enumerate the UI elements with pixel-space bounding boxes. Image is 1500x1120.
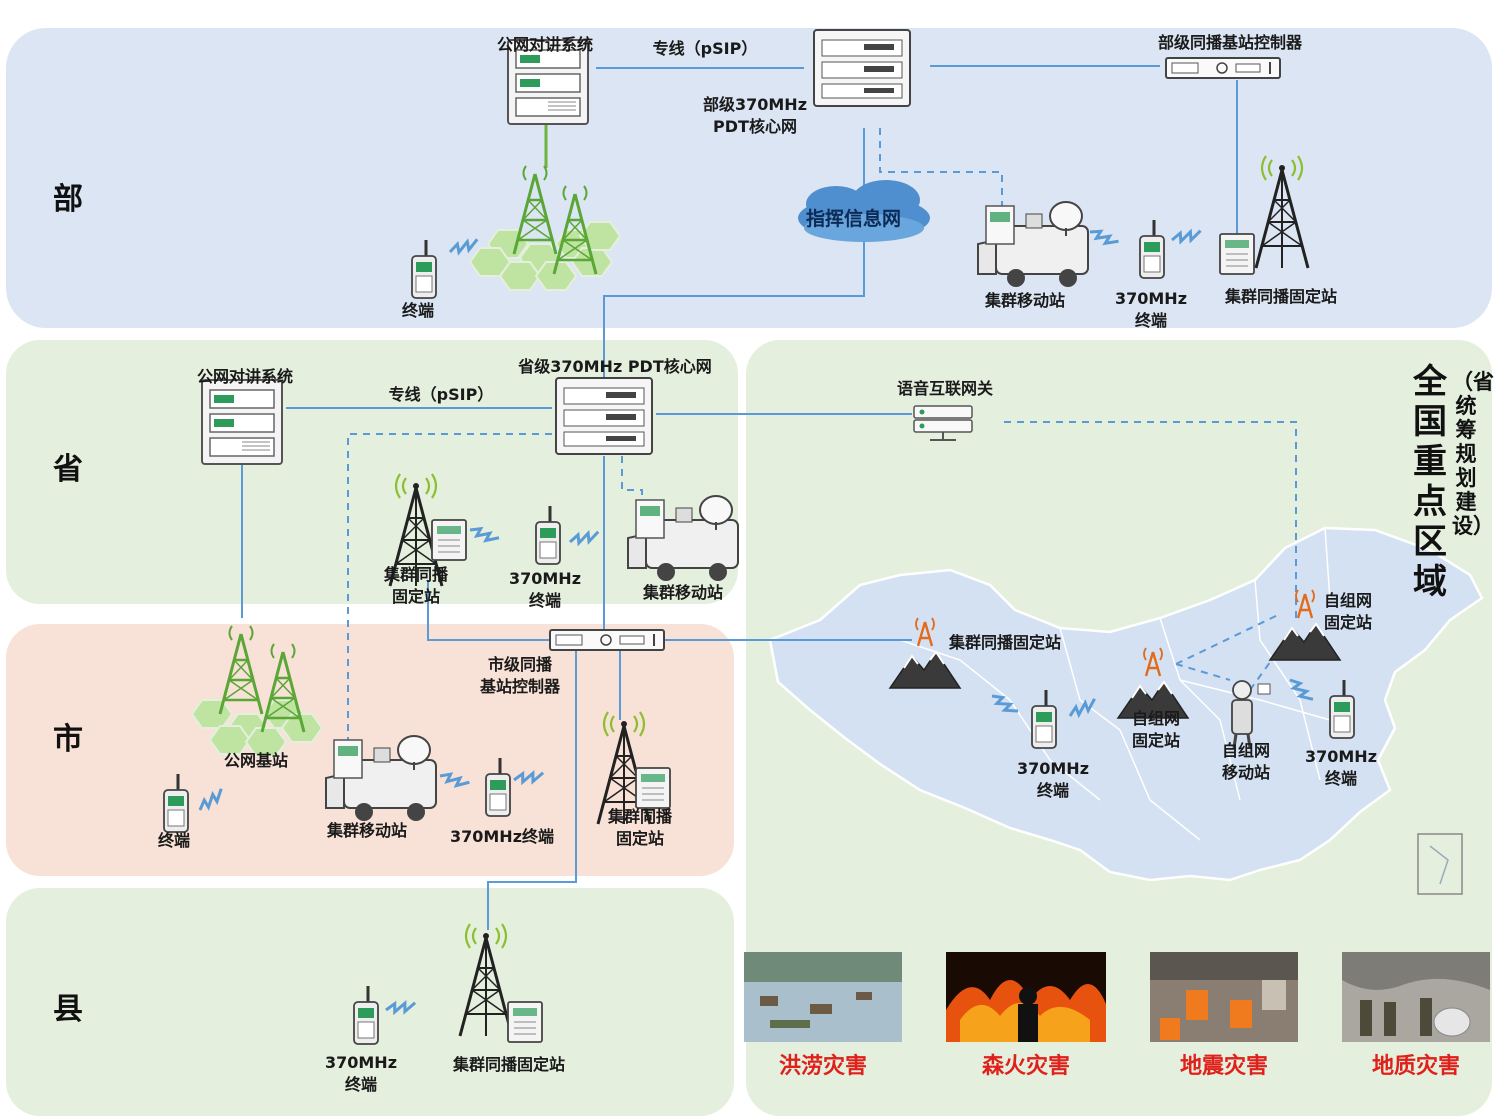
city-terminal-label: 终端 bbox=[157, 831, 190, 850]
ministry-simulcast-controller bbox=[1165, 57, 1281, 79]
province-public-intercom-label: 公网对讲系统 bbox=[196, 367, 293, 386]
city-fixed-station-label-1: 集群同播 bbox=[607, 807, 672, 826]
earthquake-photo bbox=[1150, 952, 1298, 1042]
ministry-public-intercom-label: 公网对讲系统 bbox=[496, 35, 593, 54]
city-370mhz-terminal-label: 370MHz终端 bbox=[449, 827, 555, 846]
tier-label-county: 县 bbox=[53, 992, 83, 1027]
province-dedicated-line-label: 专线（pSIP） bbox=[388, 385, 494, 404]
city-public-base-station-label: 公网基站 bbox=[223, 751, 288, 770]
province-fixed-station-label-1: 集群同播 bbox=[383, 565, 448, 584]
ministry-terminal-label: 终端 bbox=[401, 301, 434, 320]
national-east-terminal-label-1: 370MHz bbox=[1304, 747, 1378, 766]
tier-label-city: 市 bbox=[53, 722, 83, 757]
county-fixed-station-cabinet bbox=[507, 1001, 543, 1043]
ministry-trunk-mobile-station-van bbox=[977, 201, 1089, 288]
province-trunk-mobile-station-label: 集群移动站 bbox=[642, 583, 723, 602]
province-trunk-mobile-station-van bbox=[627, 495, 739, 582]
ministry-fixed-station-cabinet bbox=[1219, 233, 1255, 275]
national-east-terminal-label-2: 终端 bbox=[1324, 769, 1357, 788]
province-core-network-label: 省级370MHz PDT核心网 bbox=[518, 357, 712, 376]
national-trunk-fixed-station-label: 集群同播固定站 bbox=[948, 633, 1061, 652]
ministry-core-network-label-1: 部级370MHz bbox=[702, 95, 808, 114]
disaster-label-forest-fire: 森火灾害 bbox=[981, 1054, 1070, 1079]
city-fixed-station-label-2: 固定站 bbox=[615, 829, 664, 848]
province-fixed-station-label-2: 固定站 bbox=[391, 587, 440, 606]
national-adhoc-fixed-ne-label-2: 固定站 bbox=[1323, 613, 1372, 632]
command-network-label: 指挥信息网 bbox=[806, 208, 902, 230]
tier-label-province: 省 bbox=[53, 452, 83, 487]
county-370mhz-terminal-label-2: 终端 bbox=[344, 1075, 377, 1094]
ministry-trunk-fixed-station-label: 集群同播固定站 bbox=[1224, 287, 1337, 306]
national-adhoc-mobile-station bbox=[1231, 680, 1271, 749]
city-controller-label-2: 基站控制器 bbox=[479, 677, 560, 696]
province-core-network-server bbox=[555, 377, 653, 455]
province-370mhz-terminal-label-1: 370MHz bbox=[508, 569, 582, 588]
voice-gateway-label: 语音互联网关 bbox=[896, 379, 993, 398]
national-region-title: 全国重点区域 bbox=[1413, 362, 1447, 602]
city-simulcast-controller bbox=[549, 629, 665, 651]
ministry-370mhz-terminal-label-2: 终端 bbox=[1134, 311, 1167, 330]
national-region-subtitle: （省统筹规划建设） bbox=[1452, 370, 1494, 538]
disaster-label-earthquake: 地震灾害 bbox=[1179, 1054, 1268, 1079]
province-fixed-station-cabinet bbox=[431, 519, 467, 561]
ministry-trunk-mobile-station-label: 集群移动站 bbox=[984, 291, 1065, 310]
county-370mhz-terminal-label-1: 370MHz bbox=[324, 1053, 398, 1072]
ministry-panel bbox=[6, 28, 1492, 328]
ministry-simulcast-controller-label: 部级同播基站控制器 bbox=[1157, 33, 1302, 52]
command-network-cloud bbox=[798, 180, 930, 242]
forest-fire-photo bbox=[946, 952, 1106, 1042]
tier-label-ministry: 部 bbox=[53, 182, 83, 217]
flood-photo bbox=[744, 952, 902, 1042]
ministry-core-network-server bbox=[813, 29, 911, 107]
ministry-dedicated-line-label: 专线（pSIP） bbox=[652, 39, 758, 58]
national-adhoc-mobile-label-1: 自组网 bbox=[1221, 741, 1270, 760]
city-trunk-mobile-station-van bbox=[325, 735, 437, 822]
city-fixed-station-cabinet bbox=[635, 767, 671, 809]
national-adhoc-fixed-mid-label-2: 固定站 bbox=[1131, 731, 1180, 750]
geological-disaster-photo bbox=[1342, 952, 1490, 1042]
province-370mhz-terminal-label-2: 终端 bbox=[528, 591, 561, 610]
disaster-label-geological: 地质灾害 bbox=[1371, 1054, 1460, 1079]
city-trunk-mobile-station-label: 集群移动站 bbox=[326, 821, 407, 840]
national-adhoc-fixed-ne-label-1: 自组网 bbox=[1323, 591, 1372, 610]
voice-gateway-device bbox=[913, 405, 973, 441]
national-adhoc-fixed-mid-label-1: 自组网 bbox=[1131, 709, 1180, 728]
national-west-terminal-label-2: 终端 bbox=[1036, 781, 1069, 800]
province-public-intercom-rack bbox=[201, 379, 283, 465]
county-trunk-fixed-station-label: 集群同播固定站 bbox=[452, 1055, 565, 1074]
disaster-label-flood: 洪涝灾害 bbox=[778, 1054, 867, 1079]
city-controller-label-1: 市级同播 bbox=[487, 655, 552, 674]
ministry-core-network-label-2: PDT核心网 bbox=[713, 117, 797, 136]
national-west-terminal-label-1: 370MHz bbox=[1016, 759, 1090, 778]
ministry-370mhz-terminal-label-1: 370MHz bbox=[1114, 289, 1188, 308]
national-adhoc-mobile-label-2: 移动站 bbox=[1221, 763, 1270, 782]
